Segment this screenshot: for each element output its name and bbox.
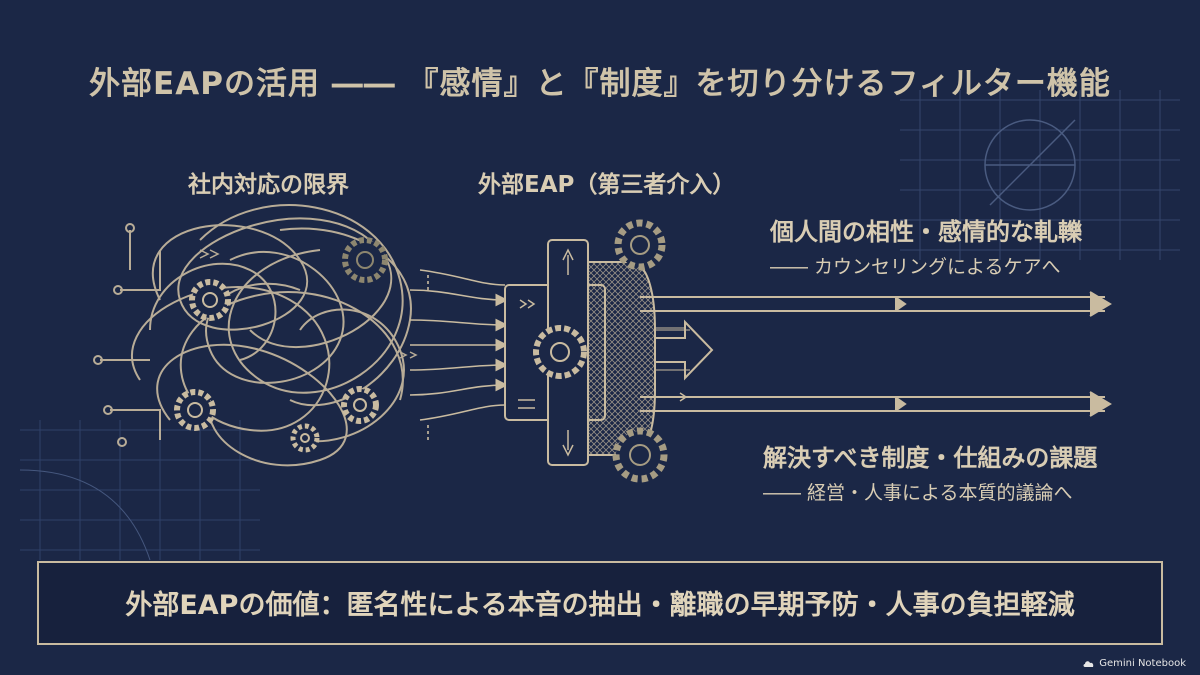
blueprint-grid-icon	[19, 420, 260, 561]
gear-icon	[614, 219, 666, 271]
page-title: 外部EAPの活用 ―― 『感情』と『制度』を切り分けるフィルター機能	[89, 66, 1111, 102]
gear-icon	[612, 427, 668, 483]
output-bottom-heading: 解決すべき制度・仕組みの課題	[763, 444, 1098, 472]
gear-icon	[342, 237, 388, 283]
input-flow-lines	[409, 269, 509, 440]
watermark-text: Gemini Notebook	[1099, 658, 1186, 669]
value-banner-box	[37, 561, 1163, 645]
gear-icon	[341, 386, 379, 424]
output-top-heading: 個人間の相性・感情的な軋轢	[770, 218, 1082, 246]
blueprint-grid-icon	[900, 90, 1180, 260]
value-banner-text: 外部EAPの価値：匿名性による本音の抽出・離職の早期予防・人事の負担軽減	[125, 590, 1075, 621]
output-rail-bottom	[640, 391, 1112, 417]
gear-icon	[174, 389, 216, 431]
arrow-icon	[654, 319, 714, 381]
gear-icon	[189, 279, 231, 321]
compass-circle-icon	[984, 119, 1076, 211]
filter-device-icon	[504, 239, 656, 466]
watermark: Gemini Notebook	[1083, 658, 1186, 669]
gear-icon	[290, 423, 320, 453]
output-rail-top	[640, 291, 1112, 317]
cloud-logo-icon	[1083, 660, 1094, 667]
output-bottom-subtext: ―― 経営・人事による本質的議論へ	[763, 482, 1073, 504]
chevron-icon	[679, 392, 688, 402]
label-internal-limit: 社内対応の限界	[188, 172, 349, 198]
label-external-eap: 外部EAP（第三者介入）	[478, 172, 736, 198]
output-top-subtext: ―― カウンセリングによるケアへ	[770, 256, 1061, 278]
